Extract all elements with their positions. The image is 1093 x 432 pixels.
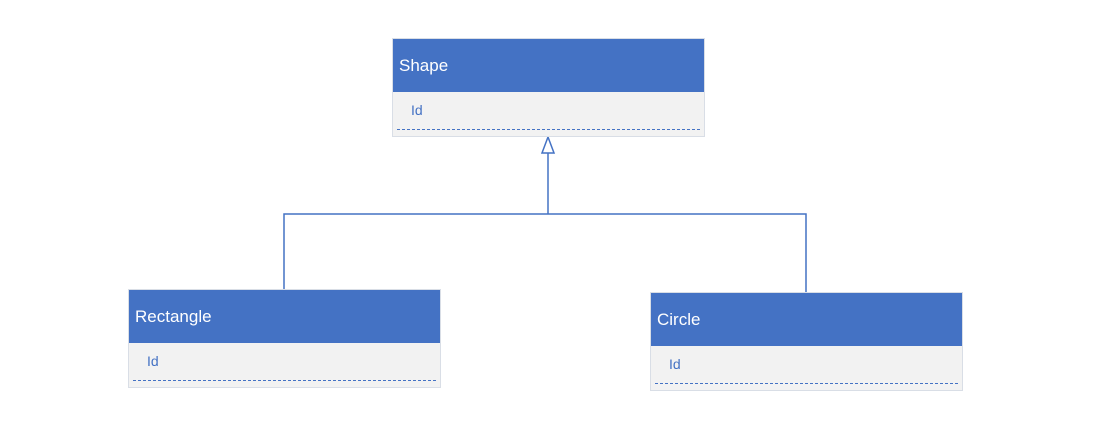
class-circle-name: Circle (651, 293, 962, 346)
class-rectangle[interactable]: Rectangle Id (128, 289, 441, 388)
class-shape-attributes: Id (393, 92, 704, 136)
class-rectangle-attributes: Id (129, 343, 440, 387)
class-circle-attribute-id: Id (669, 356, 681, 372)
class-shape-name: Shape (393, 39, 704, 92)
inheritance-arrowhead-icon (540, 134, 556, 154)
circle-connector-line (548, 213, 807, 292)
class-rectangle-divider (133, 380, 436, 381)
class-shape-attribute-id: Id (411, 102, 423, 118)
class-shape[interactable]: Shape Id (392, 38, 705, 137)
rectangle-connector-line (283, 213, 548, 289)
class-shape-divider (397, 129, 700, 130)
class-rectangle-attribute-id: Id (147, 353, 159, 369)
class-circle-divider (655, 383, 958, 384)
class-circle[interactable]: Circle Id (650, 292, 963, 391)
class-circle-attributes: Id (651, 346, 962, 390)
class-rectangle-name: Rectangle (129, 290, 440, 343)
